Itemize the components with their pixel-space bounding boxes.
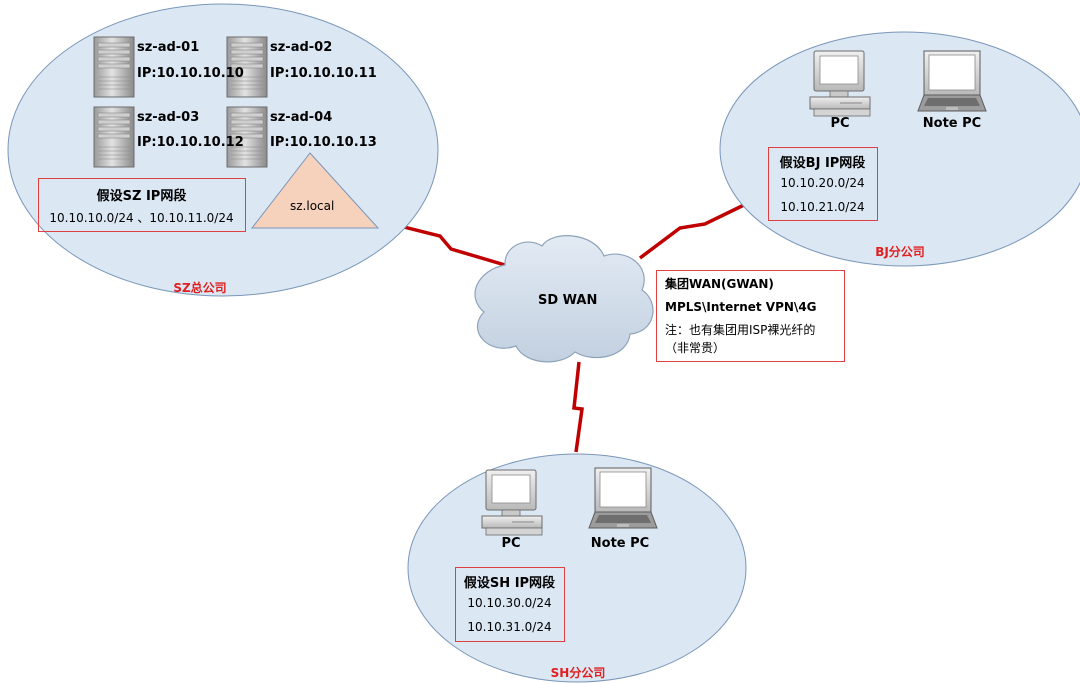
ip-range-line: 10.10.10.0/24 、10.10.11.0/24 <box>49 211 234 225</box>
laptop-icon <box>588 467 658 529</box>
ip-range-line: 10.10.30.0/24 <box>467 596 552 610</box>
hq-ip-range-box: 假设SZ IP网段 10.10.10.0/24 、10.10.11.0/24 <box>38 178 246 232</box>
domain-label: sz.local <box>290 199 335 213</box>
server-ip: IP:10.10.10.10 <box>137 66 244 81</box>
site-label-hq: SZ总公司 <box>173 281 227 295</box>
server-name: sz-ad-03 <box>137 110 200 125</box>
link-bj-wan <box>638 202 747 260</box>
server-icon <box>93 106 135 168</box>
server-ip: IP:10.10.10.12 <box>137 135 244 150</box>
site-label-sh: SH分公司 <box>550 666 606 680</box>
ip-range-line: 10.10.31.0/24 <box>467 620 552 634</box>
note-line: （非常贵） <box>665 341 726 355</box>
ip-box-title: 假设BJ IP网段 <box>779 156 866 171</box>
server-ip: IP:10.10.10.11 <box>270 66 377 81</box>
bj-ip-range-box: 假设BJ IP网段 10.10.20.0/24 10.10.21.0/24 <box>768 147 878 221</box>
wan-label: SD WAN <box>538 293 598 308</box>
device-label-pc: PC <box>830 116 850 131</box>
note-line: MPLS\Internet VPN\4G <box>665 300 817 314</box>
wan-cloud <box>474 235 654 363</box>
server-ip: IP:10.10.10.13 <box>270 135 377 150</box>
site-bj-zone <box>719 31 1080 267</box>
server-icon <box>93 36 135 98</box>
ip-box-title: 假设SZ IP网段 <box>96 189 187 204</box>
device-label-notepc: Note PC <box>590 536 650 551</box>
ip-box-title: 假设SH IP网段 <box>463 576 556 591</box>
sh-ip-range-box: 假设SH IP网段 10.10.30.0/24 10.10.31.0/24 <box>455 567 565 642</box>
note-line: 集团WAN(GWAN) <box>665 277 774 291</box>
server-name: sz-ad-02 <box>270 40 333 55</box>
desktop-pc-icon <box>809 50 871 117</box>
link-sh-wan <box>572 361 584 453</box>
server-name: sz-ad-01 <box>137 40 200 55</box>
server-name: sz-ad-04 <box>270 110 333 125</box>
laptop-icon <box>917 50 987 112</box>
ip-range-line: 10.10.21.0/24 <box>780 200 865 214</box>
ip-range-line: 10.10.20.0/24 <box>780 176 865 190</box>
desktop-pc-icon <box>481 469 543 536</box>
site-sh-zone <box>407 453 747 683</box>
site-label-bj: BJ分公司 <box>875 245 925 259</box>
wan-note-box: 集团WAN(GWAN) MPLS\Internet VPN\4G 注：也有集团用… <box>656 270 845 362</box>
domain-triangle <box>250 152 380 229</box>
device-label-pc: PC <box>501 536 521 551</box>
note-line: 注：也有集团用ISP裸光纤的 <box>665 323 816 337</box>
device-label-notepc: Note PC <box>922 116 982 131</box>
